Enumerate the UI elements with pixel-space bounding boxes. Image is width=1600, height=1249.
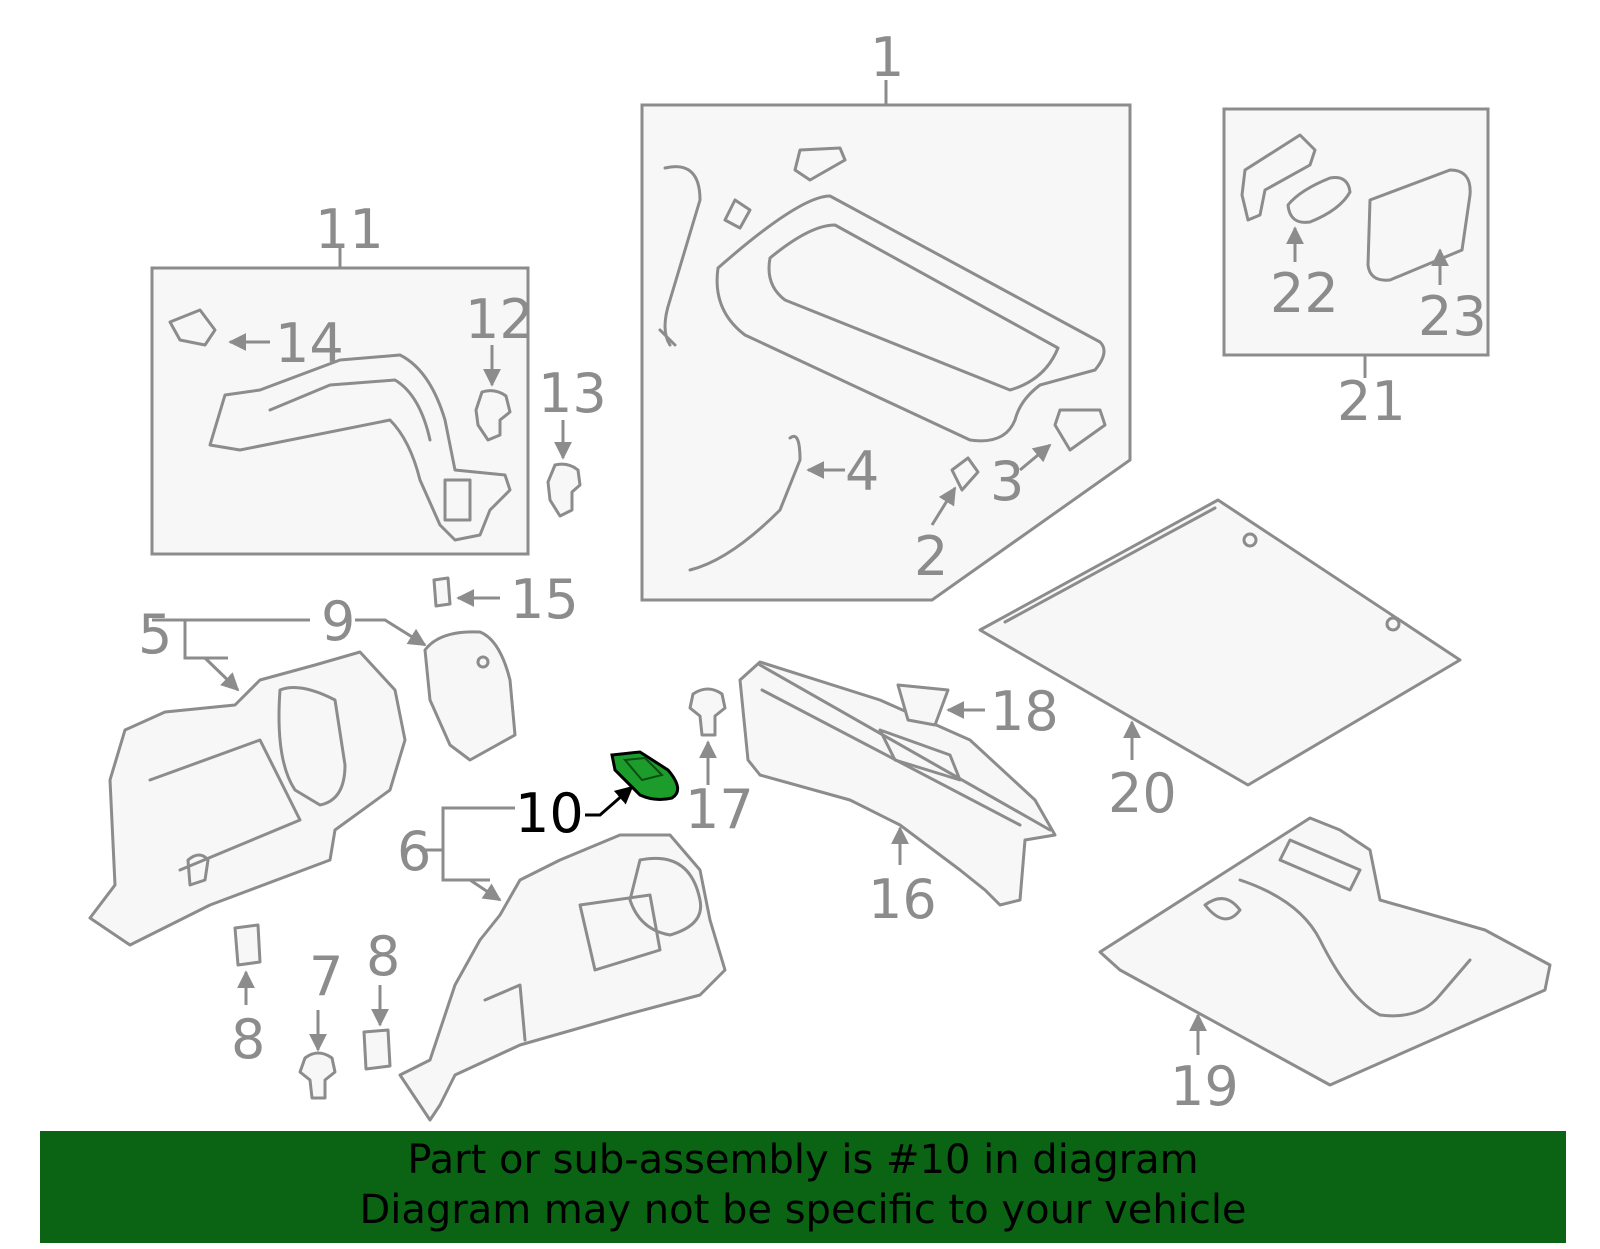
notice-banner: Part or sub-assembly is #10 in diagram D… [40, 1131, 1566, 1243]
callout-22: 22 [1270, 262, 1339, 325]
callout-10: 10 [515, 782, 584, 845]
callout-21: 21 [1337, 370, 1406, 433]
box-11-upper-trim-group [150, 245, 582, 556]
callout-8-right: 8 [366, 925, 400, 988]
callout-7: 7 [309, 945, 343, 1008]
callout-13: 13 [538, 362, 607, 425]
part-16-scuff-plate [738, 660, 1057, 907]
callout-20: 20 [1108, 762, 1177, 825]
callout-18: 18 [990, 680, 1059, 743]
clips-7-8-17 [233, 687, 727, 1100]
part-6-quarter-trim [398, 806, 727, 1122]
box-21-lamp-group [1222, 107, 1490, 378]
callout-15: 15 [510, 568, 579, 631]
part-19-floor-tray [1098, 816, 1552, 1087]
part-10-highlighted [585, 750, 680, 817]
callout-19: 19 [1170, 1055, 1239, 1118]
part-20-floor-mat [978, 498, 1462, 787]
callout-3: 3 [990, 450, 1024, 513]
callout-17: 17 [685, 778, 754, 841]
banner-line-1: Part or sub-assembly is #10 in diagram [407, 1137, 1199, 1183]
part-5-quarter-trim [88, 576, 517, 947]
box-1-package-tray-group [640, 80, 1132, 602]
callout-labels: 1 2 3 4 5 6 7 8 8 9 10 11 12 13 14 15 16… [138, 26, 1487, 1118]
callout-16: 16 [868, 868, 937, 931]
callout-5: 5 [138, 603, 172, 666]
banner-line-2: Diagram may not be specific to your vehi… [359, 1187, 1247, 1233]
callout-23: 23 [1418, 285, 1487, 348]
callout-12: 12 [465, 288, 534, 351]
callout-6: 6 [397, 820, 431, 883]
callout-14: 14 [275, 312, 344, 375]
callout-2: 2 [914, 525, 948, 588]
callout-8-left: 8 [231, 1008, 265, 1071]
callout-4: 4 [845, 440, 879, 503]
callout-9: 9 [321, 590, 355, 653]
callout-11: 11 [315, 198, 384, 261]
callout-1: 1 [870, 26, 904, 89]
